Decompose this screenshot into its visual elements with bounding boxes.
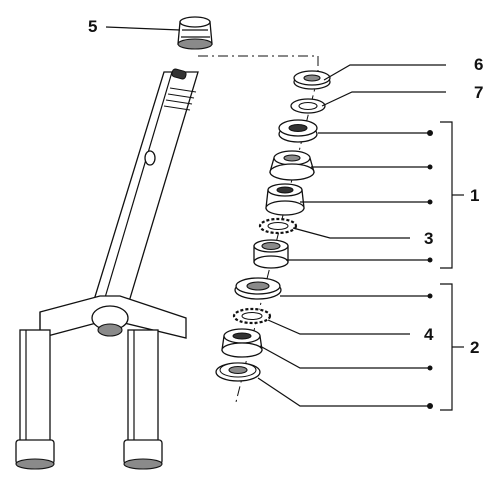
- tube-slot: [171, 68, 187, 80]
- top-nut: [177, 16, 213, 50]
- part-7-washer: [290, 98, 326, 114]
- fork-leg-right: [123, 329, 163, 470]
- lower-race-ring: [234, 277, 282, 300]
- callout-1: 1: [470, 186, 479, 205]
- upper-ring-nut: [278, 119, 318, 143]
- upper-race: [265, 183, 305, 216]
- lower-headset-cup: [253, 239, 289, 269]
- steering-tube: [93, 71, 199, 306]
- tube-boss: [144, 150, 156, 166]
- leaders: [105, 26, 464, 411]
- steering-fork: [15, 16, 213, 470]
- bracket-group-1: [440, 121, 453, 269]
- leader-dots: [427, 130, 433, 409]
- callout-3: 3: [424, 229, 433, 248]
- callout-4: 4: [424, 325, 434, 344]
- bracket-group-2: [440, 283, 453, 411]
- part-3-bearing: [258, 217, 298, 235]
- upper-cup: [269, 150, 315, 181]
- callout-6: 6: [474, 55, 483, 74]
- part-6-locknut: [293, 70, 331, 90]
- tube-thread: [163, 87, 197, 111]
- lower-cone: [221, 328, 263, 358]
- callout-7: 7: [474, 83, 483, 102]
- callout-5: 5: [88, 17, 97, 36]
- fork-leg-left: [15, 329, 55, 470]
- callout-2: 2: [470, 338, 479, 357]
- fork-crown: [39, 295, 187, 339]
- dust-seal: [215, 362, 261, 382]
- part-4-bearing: [232, 307, 272, 325]
